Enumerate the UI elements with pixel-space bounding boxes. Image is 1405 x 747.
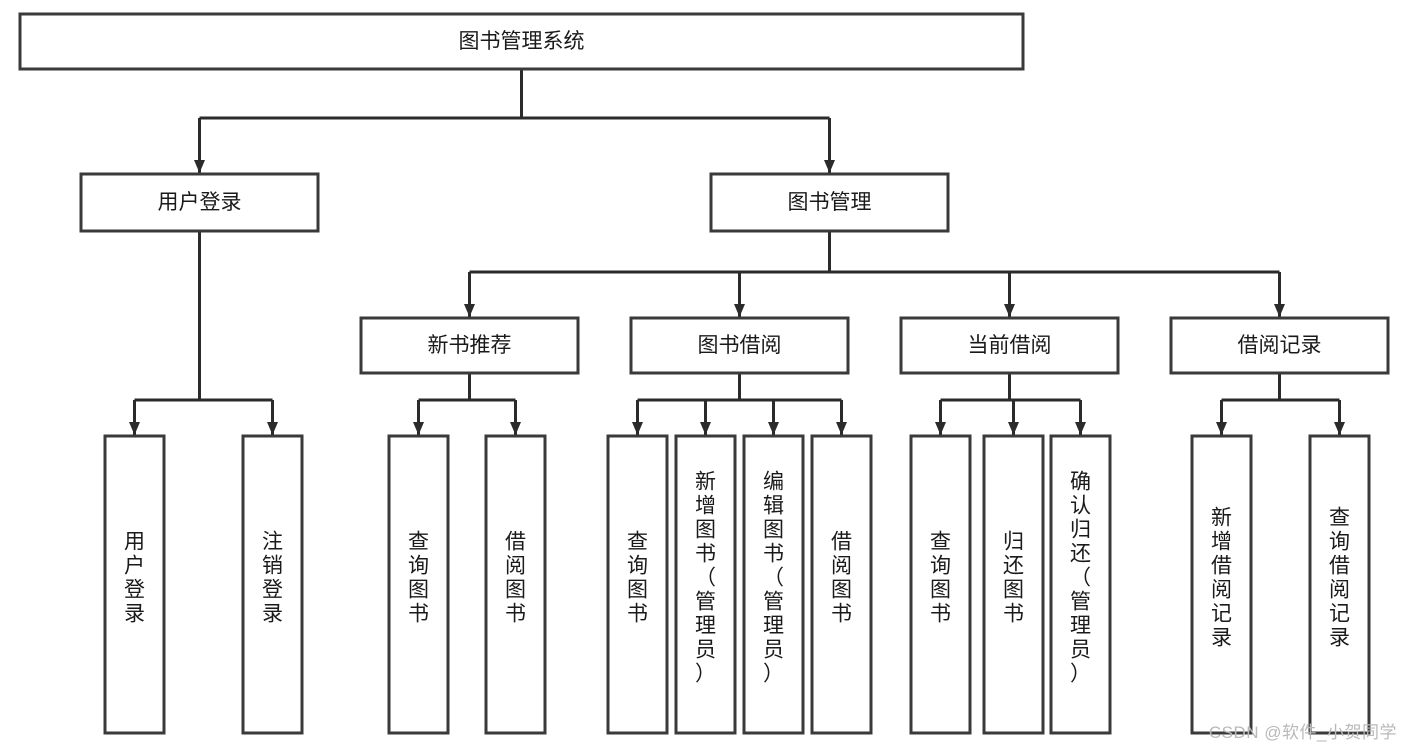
node-label: 注销登录 xyxy=(262,531,283,626)
node-box xyxy=(606,434,669,735)
edge-arrowhead xyxy=(632,422,643,435)
node-label: 归还图书 xyxy=(1003,531,1024,626)
node-label: 确认归还（管理员） xyxy=(1070,471,1091,686)
node-label: 查询借阅记录 xyxy=(1329,507,1350,650)
node-leaf13[interactable]: 查询借阅记录 xyxy=(1308,434,1371,735)
node-label: 新增借阅记录 xyxy=(1211,507,1232,650)
node-label: 编辑图书（管理员） xyxy=(763,471,784,686)
edge-arrowhead xyxy=(464,304,475,317)
edge-arrowhead xyxy=(768,422,779,435)
edge-arrowhead xyxy=(1008,422,1019,435)
node-label: 新增图书（管理员） xyxy=(695,471,716,686)
node-label: 查询图书 xyxy=(930,531,951,626)
edge-arrowhead xyxy=(413,422,424,435)
node-label: 用户登录 xyxy=(124,531,145,626)
node-box xyxy=(899,316,1120,375)
edge-arrowhead xyxy=(824,160,835,173)
node-leaf1[interactable]: 用户登录 xyxy=(103,434,166,735)
node-label: 图书管理 xyxy=(788,191,872,214)
node-label: 图书借阅 xyxy=(698,334,782,357)
node-label: 借阅图书 xyxy=(505,531,526,626)
node-newbook[interactable]: 新书推荐 xyxy=(359,316,580,375)
node-bookmgmt[interactable]: 图书管理 xyxy=(709,172,950,233)
node-label: 图书管理系统 xyxy=(459,30,585,53)
node-label: 当前借阅 xyxy=(968,334,1052,357)
edge-arrowhead xyxy=(734,304,745,317)
node-box xyxy=(674,434,737,735)
node-box xyxy=(359,316,580,375)
node-leaf4[interactable]: 借阅图书 xyxy=(484,434,547,735)
node-label: 借阅记录 xyxy=(1238,334,1322,357)
edge-arrowhead xyxy=(129,422,140,435)
node-box xyxy=(982,434,1045,735)
node-box xyxy=(484,434,547,735)
node-leaf2[interactable]: 注销登录 xyxy=(241,434,304,735)
node-box xyxy=(79,172,320,233)
edge-arrowhead xyxy=(1334,422,1345,435)
node-box xyxy=(1049,434,1112,735)
nodes-layer: 图书管理系统用户登录图书管理新书推荐图书借阅当前借阅借阅记录用户登录注销登录查询… xyxy=(18,12,1390,735)
node-leaf10[interactable]: 归还图书 xyxy=(982,434,1045,735)
node-label: 查询图书 xyxy=(627,531,648,626)
node-records[interactable]: 借阅记录 xyxy=(1169,316,1390,375)
node-box xyxy=(103,434,166,735)
node-box xyxy=(742,434,805,735)
node-box xyxy=(1190,434,1253,735)
node-box xyxy=(1169,316,1390,375)
edge-arrowhead xyxy=(267,422,278,435)
node-box xyxy=(709,172,950,233)
node-leaf7[interactable]: 编辑图书（管理员） xyxy=(742,434,805,735)
node-label: 新书推荐 xyxy=(428,334,512,357)
node-current[interactable]: 当前借阅 xyxy=(899,316,1120,375)
edge-arrowhead xyxy=(1274,304,1285,317)
node-leaf9[interactable]: 查询图书 xyxy=(909,434,972,735)
node-leaf11[interactable]: 确认归还（管理员） xyxy=(1049,434,1112,735)
node-root[interactable]: 图书管理系统 xyxy=(18,12,1025,71)
node-leaf5[interactable]: 查询图书 xyxy=(606,434,669,735)
node-leaf3[interactable]: 查询图书 xyxy=(387,434,450,735)
node-box xyxy=(18,12,1025,71)
node-box xyxy=(909,434,972,735)
edge-arrowhead xyxy=(510,422,521,435)
node-leaf8[interactable]: 借阅图书 xyxy=(810,434,873,735)
node-box xyxy=(810,434,873,735)
node-leaf12[interactable]: 新增借阅记录 xyxy=(1190,434,1253,735)
node-box xyxy=(387,434,450,735)
node-label: 借阅图书 xyxy=(831,531,852,626)
node-label: 用户登录 xyxy=(158,191,242,214)
edge-arrowhead xyxy=(1216,422,1227,435)
node-label: 查询图书 xyxy=(408,531,429,626)
edge-arrowhead xyxy=(700,422,711,435)
edge-arrowhead xyxy=(836,422,847,435)
node-leaf6[interactable]: 新增图书（管理员） xyxy=(674,434,737,735)
node-box xyxy=(1308,434,1371,735)
edge-arrowhead xyxy=(194,160,205,173)
node-box xyxy=(241,434,304,735)
edge-arrowhead xyxy=(1004,304,1015,317)
edges-layer xyxy=(129,69,1345,435)
watermark-label: CSDN @软件_小贺同学 xyxy=(1208,723,1397,742)
edge-arrowhead xyxy=(1075,422,1086,435)
node-borrow[interactable]: 图书借阅 xyxy=(629,316,850,375)
node-login[interactable]: 用户登录 xyxy=(79,172,320,233)
node-box xyxy=(629,316,850,375)
edge-arrowhead xyxy=(935,422,946,435)
